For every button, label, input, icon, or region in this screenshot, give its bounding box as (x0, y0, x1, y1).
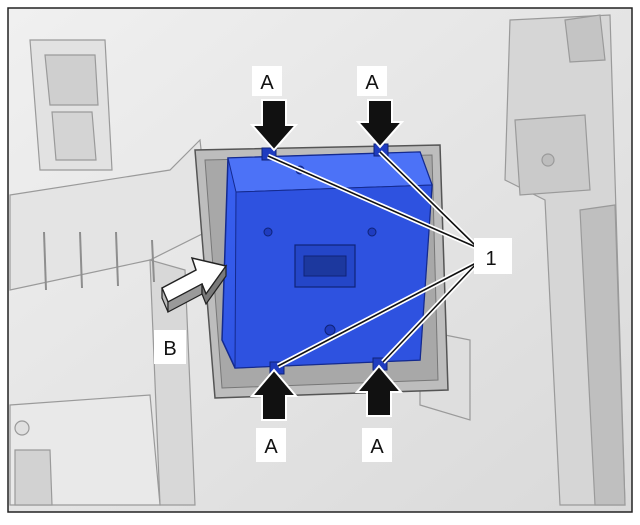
label-box-a-top-right: A (357, 66, 387, 96)
label-a: A (365, 72, 379, 94)
arrow-up-icon (354, 364, 404, 417)
label-box-a-bottom-right: A (362, 428, 392, 462)
trim-ribs (43, 231, 155, 291)
label-box-b: B (154, 330, 186, 364)
arrow-down-icon (249, 99, 299, 152)
label-box-a-top-left: A (252, 66, 282, 96)
arrow-b-icon (161, 256, 228, 313)
label-1: 1 (485, 248, 496, 270)
label-a: A (260, 72, 274, 94)
label-box-1: 1 (474, 238, 512, 274)
arrow-up-icon (249, 368, 299, 421)
trim-panel (9, 14, 626, 506)
label-b: B (163, 338, 176, 360)
label-a: A (264, 436, 278, 458)
label-box-a-bottom-left: A (256, 428, 286, 462)
arrow-down-icon (355, 99, 405, 149)
label-a: A (370, 436, 384, 458)
